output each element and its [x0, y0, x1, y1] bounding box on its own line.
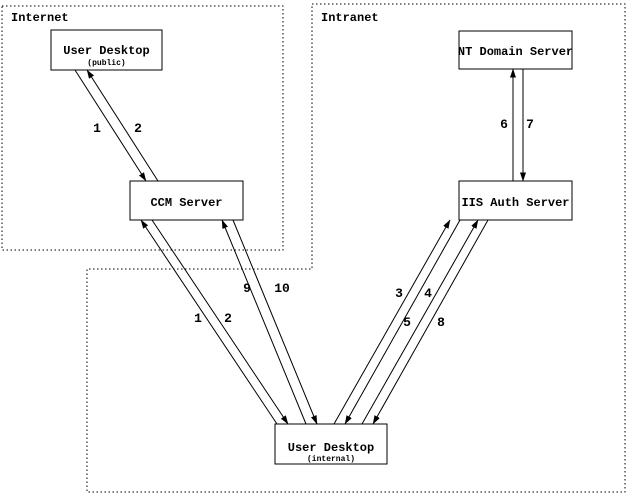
nt-domain-server-title: NT Domain Server — [458, 45, 573, 59]
arrow-step-label-7: 7 — [526, 117, 534, 132]
arrow-step-label-3: 3 — [395, 286, 403, 301]
arrow-step-label-10: 10 — [274, 281, 290, 296]
arrow-step-label-9: 9 — [243, 281, 251, 296]
arrow-step-label-6: 6 — [500, 117, 508, 132]
internet-zone-label: Internet — [11, 11, 69, 25]
arrow-iis-auth-server-to-user-desktop-internal — [344, 219, 461, 425]
ccm-server-title: CCM Server — [150, 196, 222, 210]
user-desktop-internal-title: User Desktop — [288, 441, 374, 455]
user-desktop-internal-subtitle: (internal) — [307, 455, 355, 464]
arrow-ccm-server-to-user-desktop-internal — [232, 219, 318, 425]
arrow-iis-auth-server-to-user-desktop-internal — [372, 219, 489, 425]
arrow-user-desktop-public-to-ccm-server — [74, 69, 147, 182]
arrow-step-label-4: 4 — [424, 286, 432, 301]
arrow-step-label-5: 5 — [403, 315, 411, 330]
iis-auth-server-title: IIS Auth Server — [461, 196, 569, 210]
iis-auth-server-box — [458, 180, 573, 221]
arrow-user-desktop-internal-to-ccm-server — [221, 219, 307, 425]
arrow-step-label-1: 1 — [93, 121, 101, 136]
arrow-step-label-2: 2 — [134, 121, 142, 136]
arrow-ccm-server-to-user-desktop-public — [86, 69, 159, 182]
arrow-step-label-2: 2 — [224, 311, 232, 326]
intranet-zone-border — [86, 3, 626, 493]
nt-domain-server-box — [458, 30, 573, 70]
internet-zone-border — [1, 5, 284, 251]
user-desktop-public-box — [50, 29, 163, 71]
intranet-zone-label: Intranet — [321, 11, 379, 25]
ccm-server-box — [129, 180, 244, 221]
user-desktop-public-title: User Desktop — [63, 44, 149, 58]
arrow-user-desktop-internal-to-iis-auth-server — [333, 219, 451, 425]
user-desktop-public-subtitle: (public) — [87, 59, 125, 68]
arrow-user-desktop-internal-to-iis-auth-server — [361, 219, 479, 425]
arrow-user-desktop-internal-to-ccm-server — [140, 219, 278, 425]
arrow-step-label-1: 1 — [194, 311, 202, 326]
user-desktop-internal-box — [274, 423, 388, 465]
arrow-step-label-8: 8 — [437, 315, 445, 330]
arrow-ccm-server-to-user-desktop-internal — [151, 219, 289, 425]
